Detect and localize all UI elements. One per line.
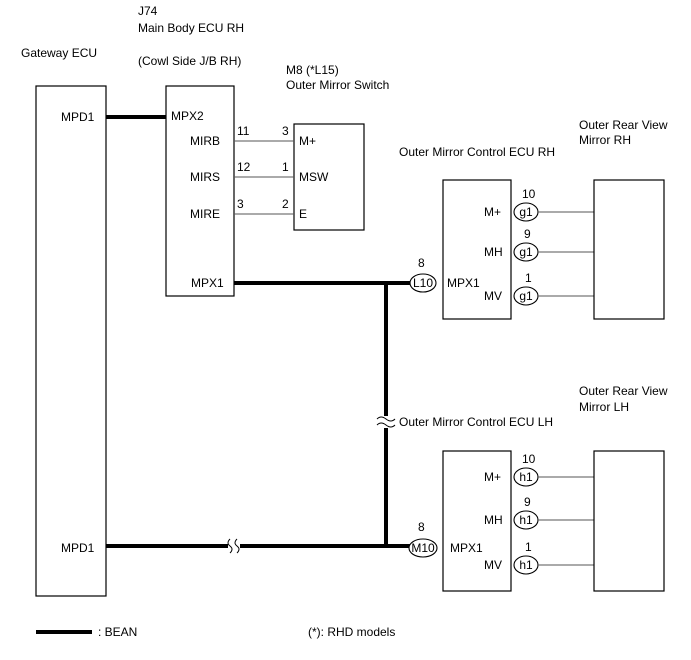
switch-pin-e: E bbox=[299, 207, 307, 221]
gateway-pin-mpd1-top: MPD1 bbox=[61, 110, 95, 124]
gateway-pin-mpd1-bottom: MPD1 bbox=[61, 541, 95, 555]
mirror-rh-box bbox=[593, 179, 665, 320]
main-body-pin-mire: MIRE bbox=[190, 207, 220, 221]
ecu-rh-connector-pin: 8 bbox=[418, 256, 425, 270]
main-body-pin-mirs: MIRS bbox=[190, 170, 220, 184]
break-mark-vertical-a bbox=[376, 416, 396, 422]
ecu-rh-box bbox=[442, 179, 512, 320]
ecu-rh-connector: L10 bbox=[413, 276, 433, 290]
main-body-pin-mirb: MIRB bbox=[190, 134, 220, 148]
wire-num-msw: 1 bbox=[282, 160, 289, 174]
switch-title: Outer Mirror Switch bbox=[286, 78, 389, 92]
wire-num-mire: 3 bbox=[237, 197, 244, 211]
wire-num-mirs: 12 bbox=[237, 160, 251, 174]
break-mark-horizontal-b bbox=[234, 538, 240, 554]
ecu-rh-pin-mplus: M+ bbox=[484, 205, 501, 219]
ecu-rh-pin-mh: MH bbox=[484, 245, 503, 259]
ecu-rh-conn-mplus: g1 bbox=[519, 205, 533, 219]
wire-num-mplus: 3 bbox=[282, 124, 289, 138]
ecu-lh-conn-pin-mh: 9 bbox=[524, 495, 531, 509]
ecu-lh-pin-mv: MV bbox=[484, 558, 502, 572]
wire-num-e: 2 bbox=[282, 197, 289, 211]
ecu-lh-pin-mplus: M+ bbox=[484, 470, 501, 484]
main-body-ecu-box bbox=[165, 85, 235, 297]
ecu-lh-connector-pin: 8 bbox=[418, 520, 425, 534]
switch-code: M8 (*L15) bbox=[286, 63, 339, 77]
ecu-rh-pin-mv: MV bbox=[484, 289, 502, 303]
mirror-rh-line2: Mirror RH bbox=[579, 133, 631, 147]
legend-bean-label: : BEAN bbox=[98, 625, 137, 639]
switch-box bbox=[293, 123, 365, 231]
ecu-rh-title: Outer Mirror Control ECU RH bbox=[399, 145, 555, 159]
ecu-rh-conn-pin-mh: 9 bbox=[524, 227, 531, 241]
ecu-rh-conn-mh: g1 bbox=[519, 245, 533, 259]
ecu-lh-title: Outer Mirror Control ECU LH bbox=[399, 415, 553, 429]
main-body-ecu-title: Main Body ECU RH bbox=[138, 21, 244, 35]
ecu-rh-conn-mv: g1 bbox=[519, 289, 533, 303]
ecu-lh-connector: M10 bbox=[411, 541, 435, 555]
main-body-ecu-subtitle: (Cowl Side J/B RH) bbox=[138, 54, 241, 68]
gateway-ecu-title: Gateway ECU bbox=[21, 46, 97, 60]
ecu-rh-conn-pin-mplus: 10 bbox=[522, 187, 536, 201]
wire-num-mirb: 11 bbox=[237, 124, 250, 138]
ecu-lh-conn-mh: h1 bbox=[519, 513, 533, 527]
ecu-lh-connector-oval bbox=[408, 538, 438, 558]
switch-pin-mplus: M+ bbox=[299, 134, 316, 148]
ecu-lh-box bbox=[442, 450, 512, 592]
break-mark-horizontal-a bbox=[227, 538, 233, 554]
legend-note: (*): RHD models bbox=[308, 625, 395, 639]
ecu-lh-conn-mplus: h1 bbox=[519, 470, 533, 484]
ecu-lh-conn-mv: h1 bbox=[519, 558, 533, 572]
mirror-rh-line1: Outer Rear View bbox=[579, 118, 668, 132]
switch-pin-msw: MSW bbox=[299, 170, 329, 184]
ecu-lh-conn-pin-mplus: 10 bbox=[522, 452, 536, 466]
mirror-lh-box bbox=[593, 450, 665, 592]
break-mark-vertical-b bbox=[376, 422, 396, 428]
ecu-rh-connector-oval bbox=[409, 273, 437, 293]
ecu-rh-pin-mpx1: MPX1 bbox=[447, 276, 480, 290]
main-body-ecu-code: J74 bbox=[138, 4, 158, 18]
ecu-lh-conn-pin-mv: 1 bbox=[525, 540, 532, 554]
ecu-rh-conn-pin-mv: 1 bbox=[525, 271, 532, 285]
ecu-lh-pin-mh: MH bbox=[484, 513, 503, 527]
main-body-pin-mpx1: MPX1 bbox=[191, 276, 224, 290]
ecu-lh-pin-mpx1: MPX1 bbox=[450, 541, 483, 555]
main-body-pin-mpx2: MPX2 bbox=[171, 109, 204, 123]
gateway-ecu-box bbox=[35, 85, 107, 597]
mirror-lh-line1: Outer Rear View bbox=[579, 384, 668, 398]
mirror-lh-line2: Mirror LH bbox=[579, 400, 629, 414]
